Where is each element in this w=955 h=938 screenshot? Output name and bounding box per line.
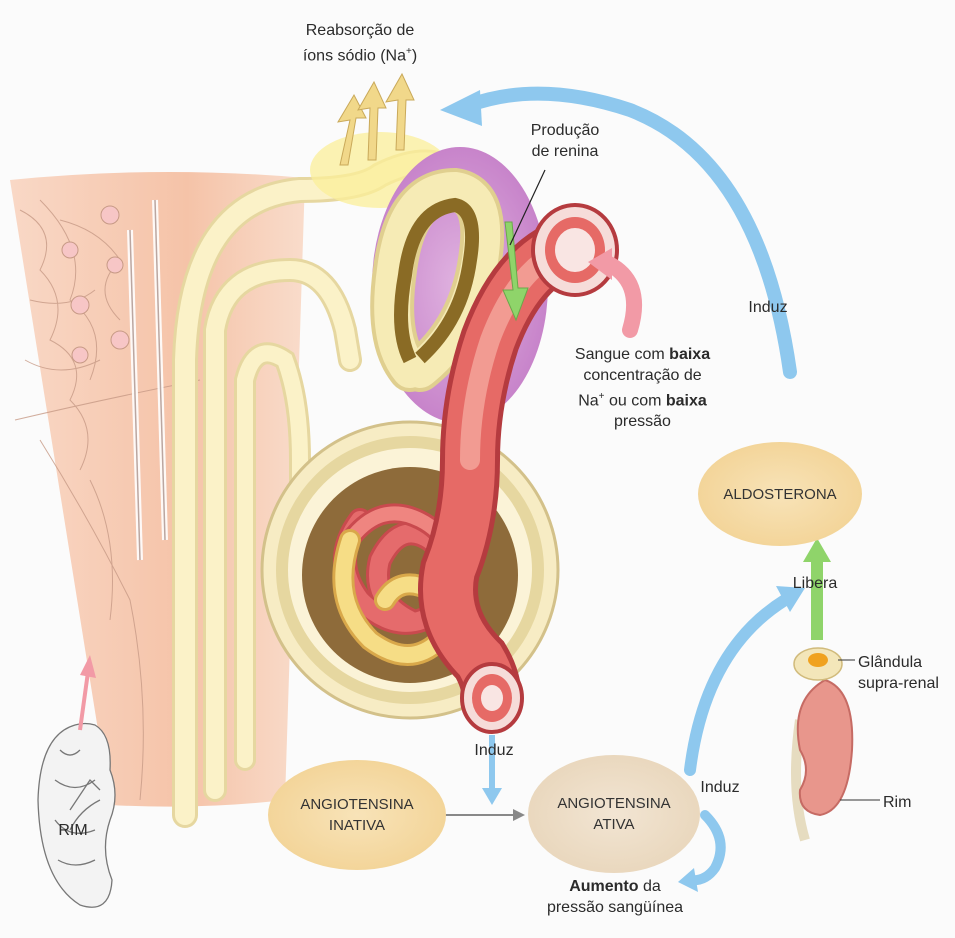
aumento-arrow — [685, 810, 726, 886]
node-aldosterona: ALDOSTERONA — [698, 442, 862, 546]
kidney-tissue — [10, 171, 305, 807]
label-glandula: Glândula supra-renal — [858, 654, 939, 692]
label-sangue: Sangue com baixa concentração de Na+ ou … — [574, 346, 711, 431]
label-producao-renina: Produção de renina — [530, 122, 600, 160]
label-aumento: Aumento da pressão sangüínea — [546, 878, 684, 916]
blood-arrow — [597, 254, 643, 338]
adrenal-kidney-icon — [791, 647, 880, 842]
libera-arrow — [684, 594, 791, 776]
induz-arc-arrow — [463, 86, 797, 379]
label-reabsorcao: Reabsorção de íons sódio (Na+) — [302, 22, 418, 65]
vessel-cross-sections — [460, 203, 619, 734]
node-angiotensina-ativa: ANGIOTENSINA ATIVA — [528, 755, 700, 873]
label-rim-left: RIM — [58, 822, 88, 839]
label-induz-right: Induz — [700, 779, 740, 796]
induz-arc-arrowhead — [440, 90, 482, 126]
label-induz-left: Induz — [474, 742, 514, 759]
distal-tubule — [370, 167, 505, 392]
label-libera: Libera — [792, 575, 838, 592]
aldosterona-release-arrow — [803, 538, 831, 640]
node-angiotensina-inativa: ANGIOTENSINA INATIVA — [268, 760, 446, 870]
kidney-outline-icon — [37, 722, 116, 908]
label-rim-right: Rim — [883, 794, 912, 811]
renin-arrow — [502, 169, 546, 322]
label-induz-top: Induz — [748, 299, 788, 316]
zoom-arrow — [78, 655, 96, 731]
